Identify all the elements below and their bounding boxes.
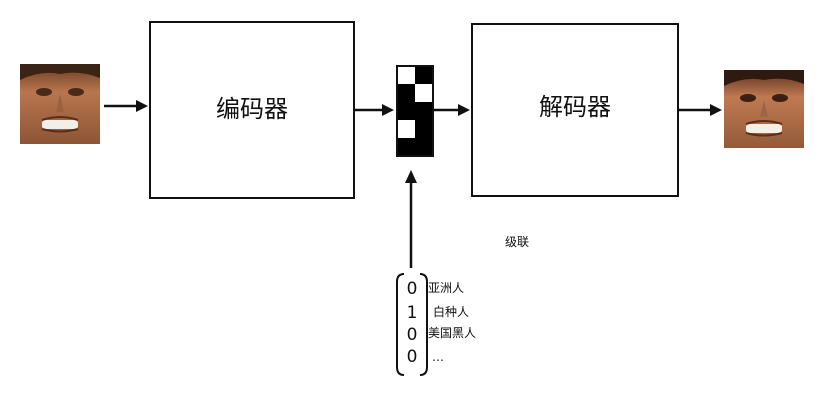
- input-face-image: [20, 64, 100, 144]
- concat-label: 级联: [505, 235, 529, 249]
- decoder-label: 解码器: [539, 93, 611, 121]
- latent-cell-3-0: [397, 120, 415, 138]
- vector-digit-0: 0: [407, 279, 418, 299]
- latent-cell-2-1: [415, 102, 433, 120]
- latent-cell-3-1: [415, 120, 433, 138]
- latent-cell-2-0: [397, 102, 415, 120]
- arrow-decoder-to-output: [678, 104, 722, 116]
- arrow-input-to-encoder: [104, 100, 148, 112]
- latent-cell-1-1: [415, 84, 433, 102]
- vector-label-white: 白种人: [433, 304, 469, 319]
- vector-label-more: …: [432, 350, 444, 364]
- latent-cell-1-0: [397, 84, 415, 102]
- arrow-code-to-decoder: [433, 104, 470, 116]
- latent-code-grid: [397, 66, 433, 156]
- vector-digit-1: 1: [407, 303, 418, 323]
- latent-cell-0-1: [415, 66, 433, 84]
- left-bracket: [396, 273, 405, 376]
- latent-cell-0-0: [397, 66, 415, 84]
- arrow-vector-to-code: [405, 170, 417, 268]
- vector-label-asian: 亚洲人: [428, 281, 464, 295]
- vector-digit-3: 0: [407, 347, 418, 367]
- right-bracket: [419, 273, 428, 376]
- latent-cell-4-0: [397, 138, 415, 156]
- encoder-label: 编码器: [216, 95, 288, 123]
- vector-label-black: 美国黑人: [428, 326, 476, 340]
- vector-digit-2: 0: [407, 325, 418, 345]
- attribute-vector: 0 1 0 0 亚洲人 白种人 美国黑人 …: [396, 273, 476, 376]
- output-face-image: [724, 70, 804, 148]
- latent-cell-4-1: [415, 138, 433, 156]
- encoder-box: [149, 21, 355, 199]
- arrow-encoder-to-code: [354, 104, 394, 116]
